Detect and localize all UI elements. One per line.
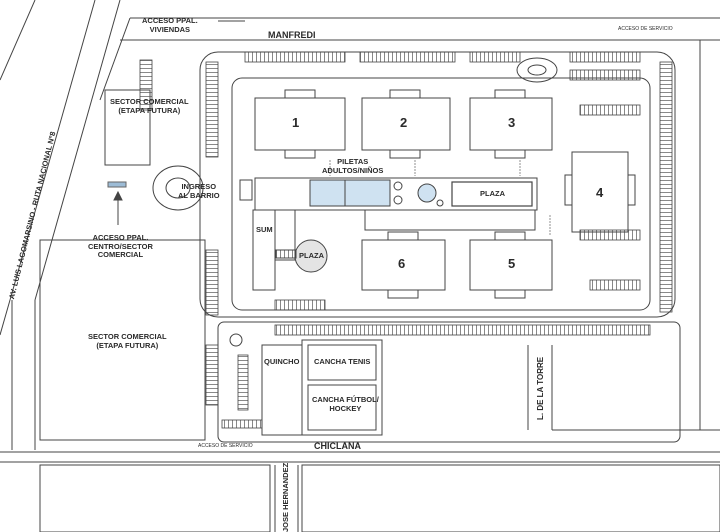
plaza-right-label: PLAZA: [480, 189, 505, 198]
building-5-label: 5: [508, 256, 516, 271]
service-access-bottom-label: ACCESO DE SERVICIO: [198, 443, 253, 449]
access-markers: [107, 20, 245, 225]
building-4-label: 4: [596, 185, 604, 200]
avenue-lines: [0, 0, 121, 450]
quincho-label: QUINCHO: [264, 357, 300, 366]
chiclana-label: CHICLANA: [314, 441, 361, 451]
chiclana-street-lines: [0, 451, 720, 532]
roundabouts: [152, 57, 558, 347]
commercial-lots: [39, 89, 206, 441]
building-3-label: 3: [508, 115, 516, 130]
building-2-label: 2: [400, 115, 408, 130]
building-1-label: 1: [292, 115, 300, 130]
commercial-bottom-label: SECTOR COMERCIAL (ETAPA FUTURA): [88, 332, 167, 350]
pools-label: PILETAS ADULTOS/NIÑOS: [322, 157, 384, 175]
jose-hernandez-label: JOSE HERNANDEZ: [281, 462, 290, 532]
buildings-outlines: [254, 89, 636, 299]
driveways: [329, 160, 551, 235]
manfredi-street-lines: [99, 17, 720, 101]
commercial-top-label: SECTOR COMERCIAL (ETAPA FUTURA): [110, 97, 189, 115]
parking-areas: [139, 51, 673, 429]
sports-area: [261, 339, 383, 436]
access-commercial-label: ACCESO PPAL. CENTRO/SECTOR COMERCIAL: [88, 233, 153, 260]
de-la-torre-label: L. DE LA TORRE: [536, 356, 545, 420]
sum-label: SUM: [256, 225, 273, 234]
football-field-label: CANCHA FÚTBOL/ HOCKEY: [312, 395, 379, 413]
access-housing-label: ACCESO PPAL. VIVIENDAS: [142, 16, 198, 34]
plaza-round-label: PLAZA: [299, 251, 324, 260]
right-street-lines: [527, 40, 720, 431]
service-access-top-label: ACCESO DE SERVICIO: [618, 26, 673, 32]
tennis-court-label: CANCHA TENIS: [314, 357, 371, 366]
manfredi-label: MANFREDI: [268, 30, 316, 40]
entry-label: INGRESO AL BARRIO: [178, 182, 220, 200]
amenity-strip: [239, 177, 538, 291]
building-6-label: 6: [398, 256, 406, 271]
